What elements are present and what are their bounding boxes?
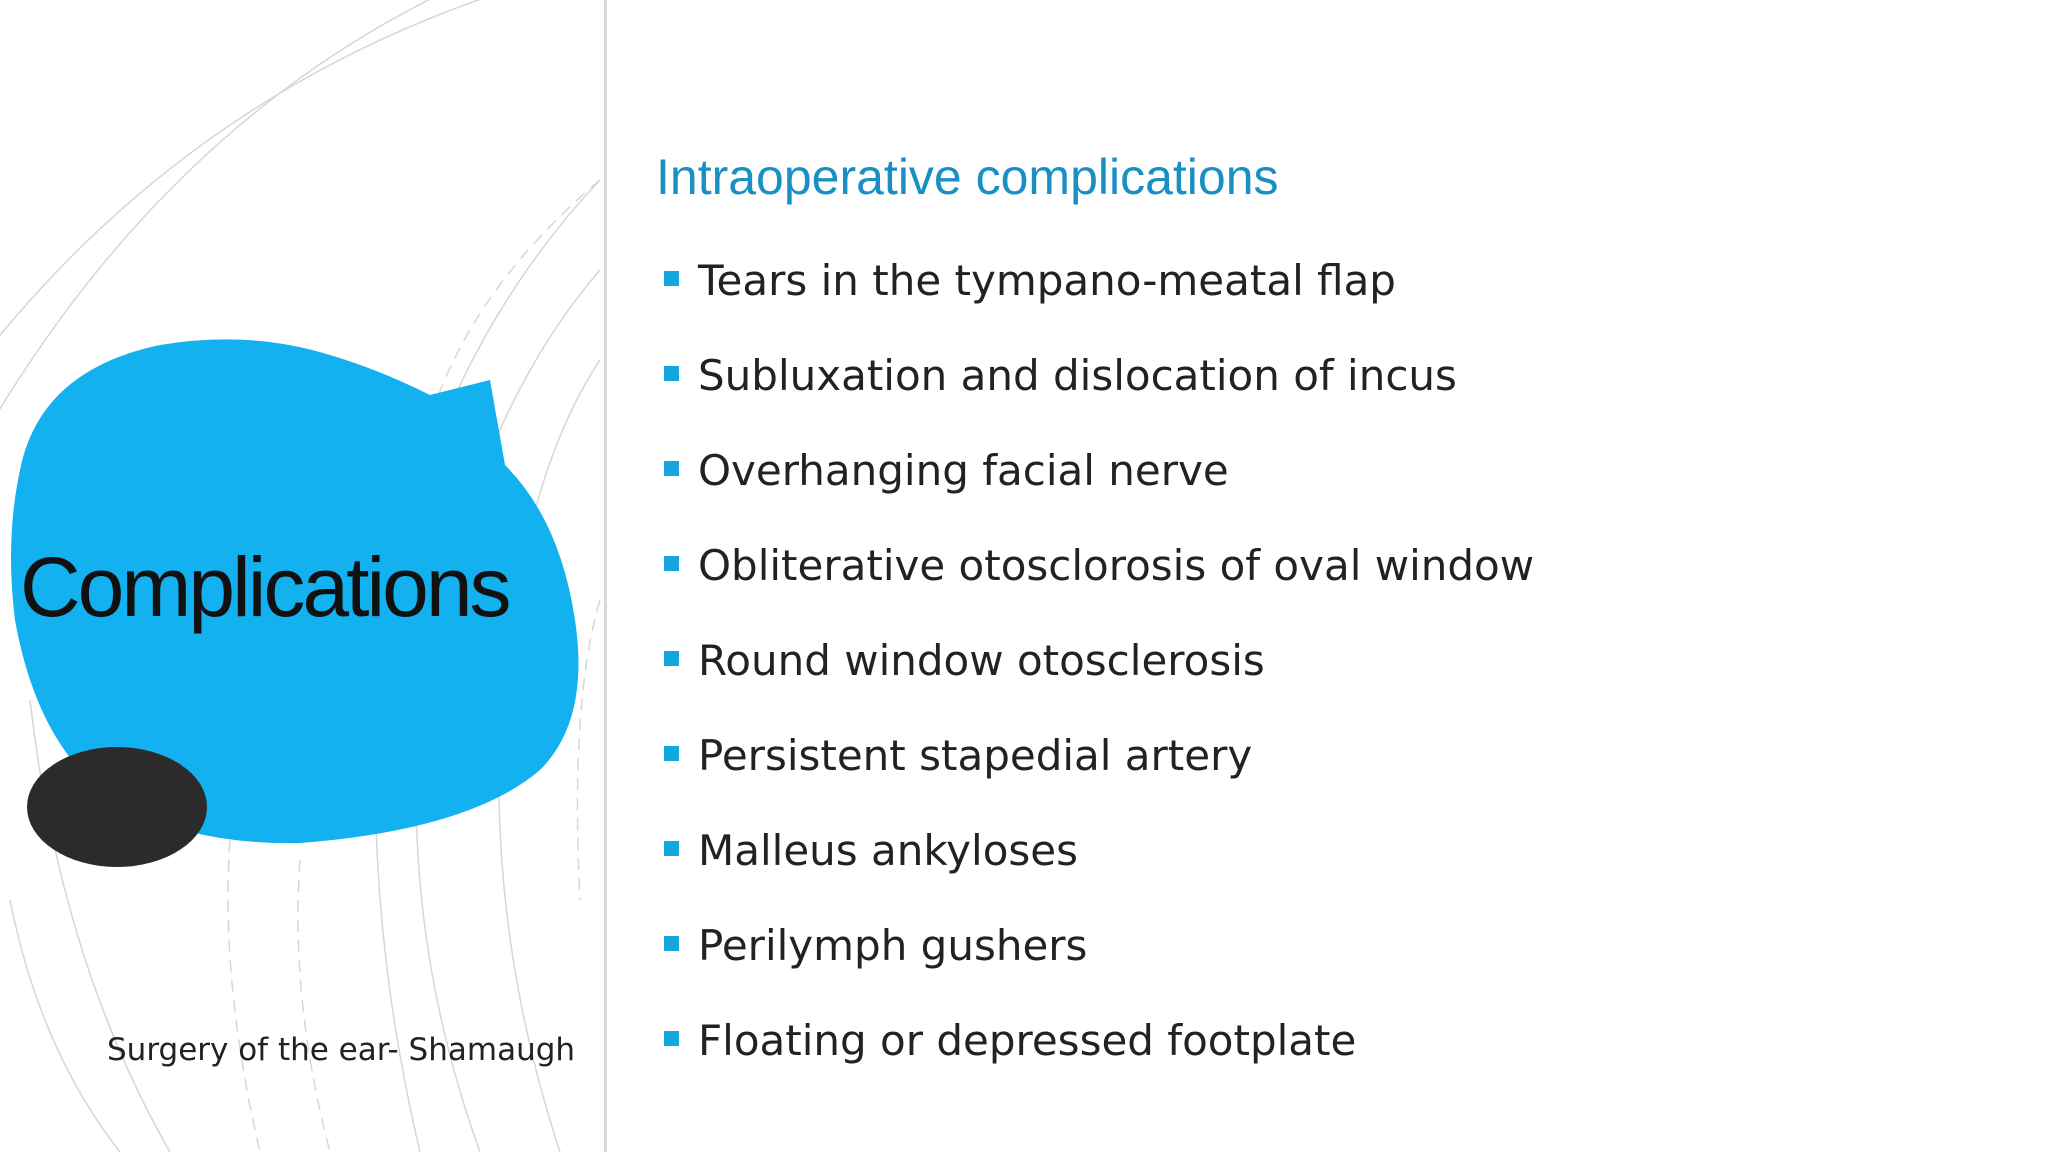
bullet-list: Tears in the tympano-meatal flap Subluxa… xyxy=(660,253,1534,1108)
arc-line xyxy=(0,0,431,411)
bullet-text: Perilymph gushers xyxy=(698,921,1088,970)
square-bullet-icon xyxy=(664,841,679,856)
list-item: Tears in the tympano-meatal flap xyxy=(660,253,1534,348)
list-item: Perilymph gushers xyxy=(660,918,1534,1013)
slide-title: Complications xyxy=(20,540,512,634)
bullet-text: Tears in the tympano-meatal flap xyxy=(698,256,1396,305)
list-item: Round window otosclerosis xyxy=(660,633,1534,728)
decorative-arcs xyxy=(0,0,601,1152)
arc-line xyxy=(9,899,121,1152)
dashed-arc xyxy=(297,859,331,1152)
list-item: Floating or depressed footplate xyxy=(660,1013,1534,1108)
arc-line xyxy=(0,0,481,337)
bullet-text: Floating or depressed footplate xyxy=(698,1016,1357,1065)
bullet-text: Persistent stapedial artery xyxy=(698,731,1253,780)
square-bullet-icon xyxy=(664,271,679,286)
square-bullet-icon xyxy=(664,461,679,476)
section-heading: Intraoperative complications xyxy=(656,149,1279,205)
bullet-text: Overhanging facial nerve xyxy=(698,446,1229,495)
title-panel: Complications Surgery of the ear- Shamau… xyxy=(0,0,606,1152)
arc-line xyxy=(29,699,171,1152)
dashed-arc xyxy=(576,599,601,901)
square-bullet-icon xyxy=(664,556,679,571)
panel-divider xyxy=(604,0,607,1152)
bullet-text: Round window otosclerosis xyxy=(698,636,1265,685)
list-item: Obliterative otosclorosis of oval window xyxy=(660,538,1534,633)
list-item: Persistent stapedial artery xyxy=(660,728,1534,823)
list-item: Overhanging facial nerve xyxy=(660,443,1534,538)
square-bullet-icon xyxy=(664,936,679,951)
dashed-arc xyxy=(429,179,601,421)
square-bullet-icon xyxy=(664,651,679,666)
list-item: Subluxation and dislocation of incus xyxy=(660,348,1534,443)
list-item: Malleus ankyloses xyxy=(660,823,1534,918)
blue-speech-blob xyxy=(11,339,579,844)
bullet-text: Obliterative otosclorosis of oval window xyxy=(698,541,1535,590)
bullet-text: Subluxation and dislocation of incus xyxy=(698,351,1457,400)
dark-blob xyxy=(27,747,207,867)
square-bullet-icon xyxy=(664,366,679,381)
square-bullet-icon xyxy=(664,746,679,761)
square-bullet-icon xyxy=(664,1031,679,1046)
source-caption: Surgery of the ear- Shamaugh xyxy=(107,1032,576,1068)
dashed-arc xyxy=(227,839,261,1152)
bullet-text: Malleus ankyloses xyxy=(698,826,1079,875)
